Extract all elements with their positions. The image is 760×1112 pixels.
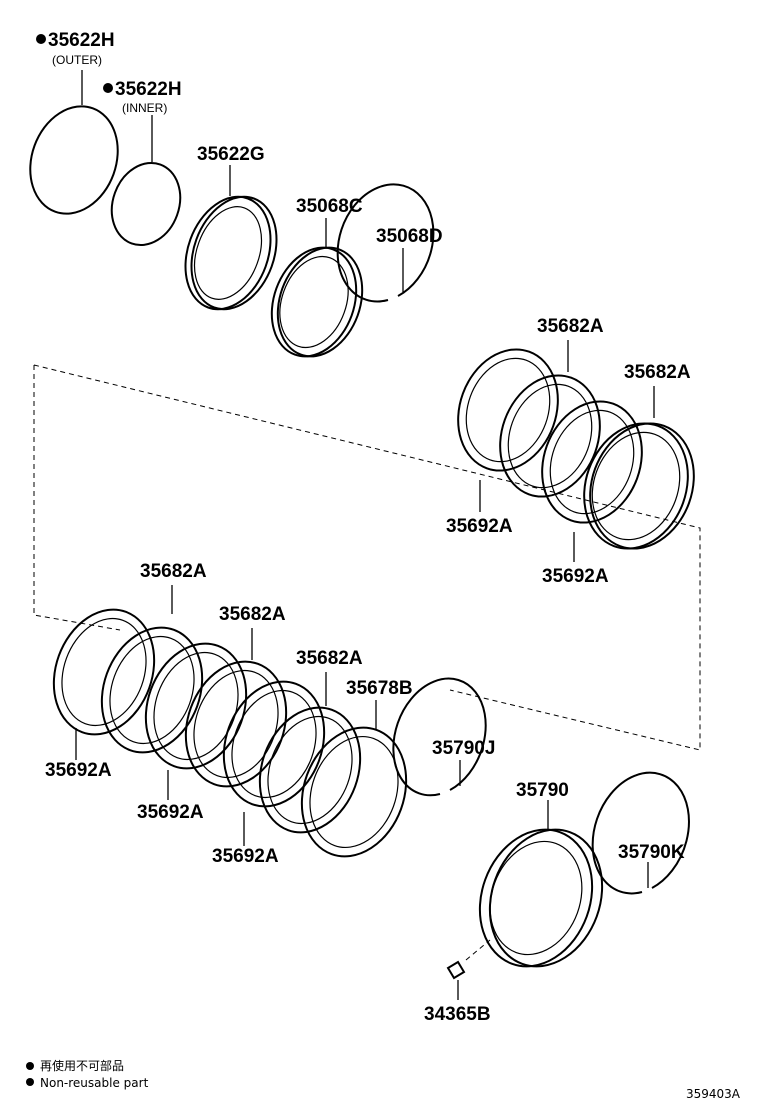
o-ring-outer[interactable]	[16, 94, 133, 226]
label-35678b: 35678B	[346, 678, 413, 699]
label-34365b: 34365B	[424, 1004, 491, 1025]
label-35682a-r2: 35682A	[624, 362, 691, 383]
snap-ring-35790k[interactable]	[591, 771, 690, 895]
legend-bullet	[26, 1078, 34, 1086]
label-35790: 35790	[516, 780, 569, 801]
label-35682a-l2: 35682A	[219, 604, 286, 625]
non-reusable-marker	[103, 83, 113, 93]
part-34365b[interactable]	[446, 960, 466, 980]
figure-id: 359403A	[686, 1087, 741, 1101]
snap-ring-35790j[interactable]	[392, 677, 487, 797]
label-35622g: 35622G	[197, 144, 265, 165]
label-35692a-l3: 35692A	[212, 846, 279, 867]
legend-line-2: Non-reusable part	[40, 1076, 149, 1090]
label-35692a-r1: 35692A	[446, 516, 513, 537]
label-35622h-outer: 35622H	[48, 30, 115, 51]
plate-35068c[interactable]	[257, 236, 376, 369]
label-35692a-l1: 35692A	[45, 760, 112, 781]
non-reusable-marker	[36, 34, 46, 44]
legend-bullet	[26, 1062, 34, 1070]
clutch-pack-right[interactable]	[442, 335, 711, 563]
label-35790j: 35790J	[432, 738, 495, 759]
label-35068c: 35068C	[296, 196, 363, 217]
label-35682a-l1: 35682A	[140, 561, 207, 582]
label-35068d: 35068D	[376, 226, 443, 247]
hub-35790[interactable]	[461, 814, 620, 982]
piston-35622g[interactable]	[171, 185, 292, 321]
label-outer-sub: (OUTER)	[52, 53, 102, 67]
snap-ring-35068d[interactable]	[336, 183, 435, 303]
label-35790k: 35790K	[618, 842, 685, 863]
label-35682a-l3: 35682A	[296, 648, 363, 669]
label-35622h-inner: 35622H	[115, 79, 182, 100]
label-inner-sub: (INNER)	[122, 101, 167, 115]
label-35692a-r2: 35692A	[542, 566, 609, 587]
legend-line-1: 再使用不可部品	[40, 1058, 124, 1073]
label-35692a-l2: 35692A	[137, 802, 204, 823]
clutch-pack-left[interactable]	[37, 595, 424, 871]
label-35682a-r1: 35682A	[537, 316, 604, 337]
o-ring-inner[interactable]	[101, 153, 192, 255]
